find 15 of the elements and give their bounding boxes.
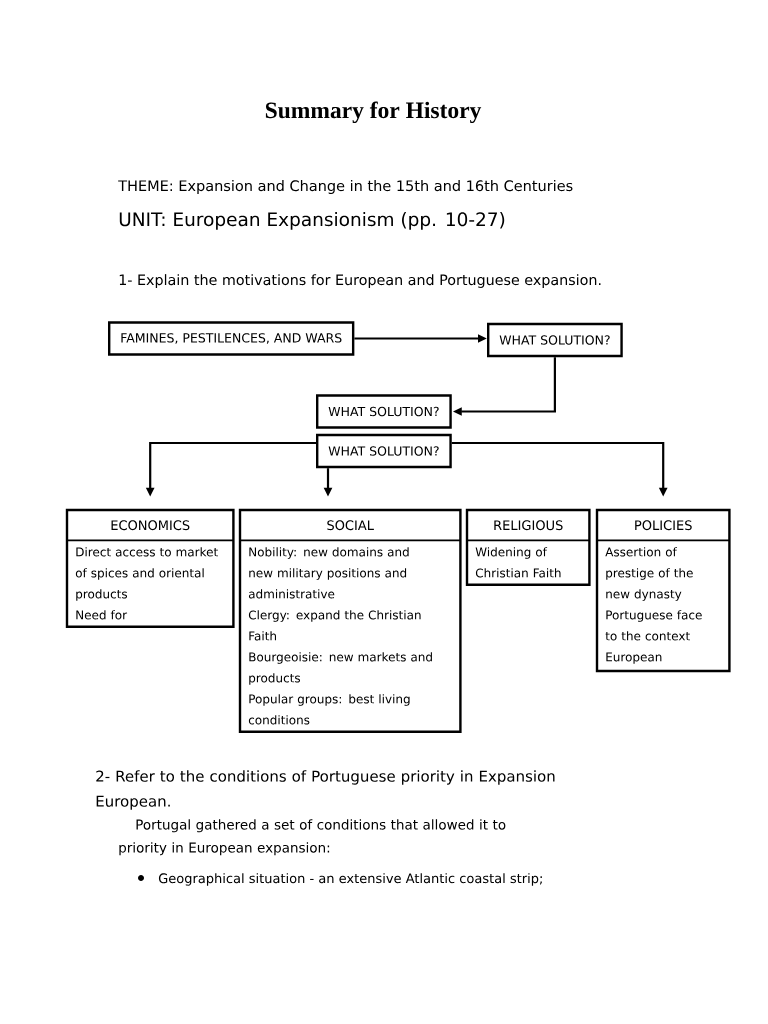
bullet-item-text: Geographical situation - an extensive Atlantic coastal strip; [158,873,542,886]
question-box: WHAT SOLUTION? [316,394,452,429]
category-box: SOCIAL Nobility: new domains and new military positions and administrative Clergy: expand the Christian Faith Bourgeoisie: new markets and products Popular groups: best living conditions [238,508,462,733]
page-title: Summary for History [265,101,482,124]
question-text: 2- Refer to the conditions of Portuguese priority in Expansion European. [96,770,555,810]
unit-heading: UNIT: European Expansionism (pp. 10-27) [119,211,505,230]
category-box: ECONOMICS Direct access to market of spices and oriental products Need for [65,508,235,628]
cause-box: FAMINES, PESTILENCES, AND WARS [108,321,355,356]
subtitle-text: THEME: Expansion and Change in the 15th and 16th Centuries [118,179,573,194]
question-box: WHAT SOLUTION? [487,322,623,358]
paragraph-text: Portugal gathered a set of conditions that allowed it to priority in European expansion: [119,819,506,856]
question-box: WHAT SOLUTION? [316,433,452,469]
category-box: RELIGIOUS Widening of Christian Faith [465,508,591,586]
category-box: POLICIES Assertion of prestige of the new dynasty Portuguese face to the context European [595,508,731,673]
question-text: 1- Explain the motivations for European and Portuguese expansion. [119,274,601,288]
